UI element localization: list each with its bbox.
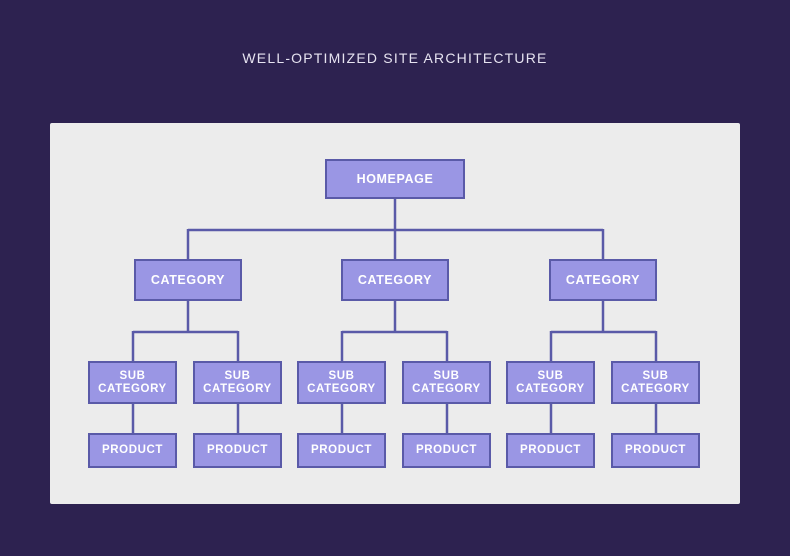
product-node: PRODUCT: [297, 433, 386, 468]
category-node: CATEGORY: [549, 259, 657, 301]
category-node: CATEGORY: [341, 259, 449, 301]
homepage-node: HOMEPAGE: [325, 159, 465, 199]
subcategory-node: SUB CATEGORY: [611, 361, 700, 404]
product-node: PRODUCT: [611, 433, 700, 468]
subcategory-node: SUB CATEGORY: [506, 361, 595, 404]
subcategory-node: SUB CATEGORY: [297, 361, 386, 404]
product-node: PRODUCT: [506, 433, 595, 468]
subcategory-node: SUB CATEGORY: [88, 361, 177, 404]
product-node: PRODUCT: [193, 433, 282, 468]
product-node: PRODUCT: [88, 433, 177, 468]
category-node: CATEGORY: [134, 259, 242, 301]
subcategory-node: SUB CATEGORY: [193, 361, 282, 404]
diagram-title: WELL-OPTIMIZED SITE ARCHITECTURE: [242, 50, 548, 66]
subcategory-node: SUB CATEGORY: [402, 361, 491, 404]
product-node: PRODUCT: [402, 433, 491, 468]
